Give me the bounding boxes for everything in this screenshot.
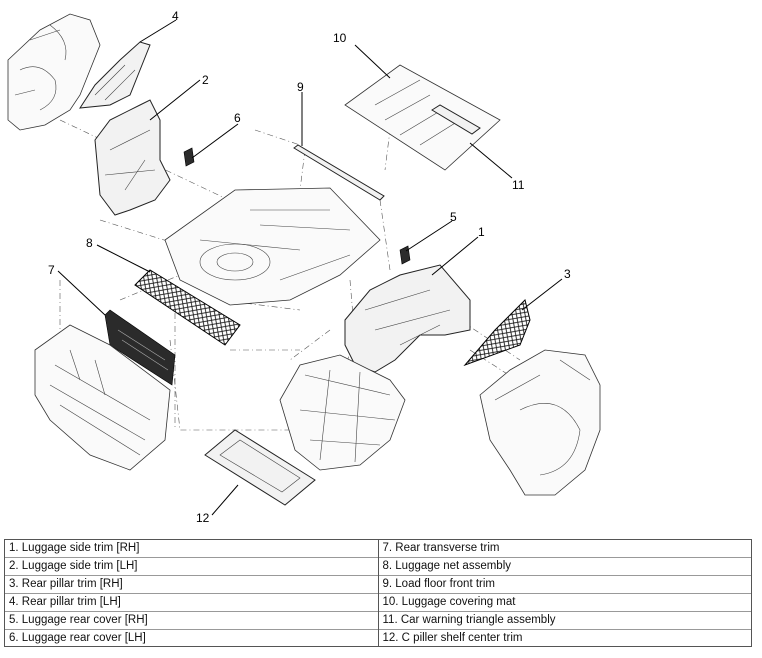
callout-3: 3	[564, 267, 571, 281]
legend-item: 5. Luggage rear cover [RH]	[5, 612, 378, 630]
left-body-side-panel	[7, 13, 101, 131]
callout-11: 11	[512, 178, 525, 192]
callout-9: 9	[297, 80, 304, 94]
callout-2: 2	[202, 73, 209, 87]
legend-column-left: 1. Luggage side trim [RH] 2. Luggage sid…	[5, 540, 378, 646]
callout-7: 7	[48, 263, 55, 277]
callout-10: 10	[333, 31, 347, 45]
rear-pillar-trim-lh	[79, 41, 151, 109]
legend-item: 8. Luggage net assembly	[378, 558, 751, 576]
luggage-rear-cover-lh	[183, 147, 195, 167]
trunk-lid-inner-panel	[279, 354, 406, 471]
luggage-net-assembly	[134, 269, 241, 346]
callout-leaders	[57, 19, 563, 516]
parts-legend-table: 1. Luggage side trim [RH] 2. Luggage sid…	[4, 539, 752, 647]
legend-item: 6. Luggage rear cover [LH]	[9, 632, 146, 644]
right-body-side-panel	[479, 349, 601, 496]
legend-item: 2. Luggage side trim [LH]	[5, 558, 378, 576]
rear-transverse-trim	[104, 309, 176, 386]
legend-item: 4. Rear pillar trim [LH]	[5, 594, 378, 612]
legend-column-right: 7. Rear transverse trim 8. Luggage net a…	[377, 540, 751, 646]
legend-item: 11. Car warning triangle assembly	[378, 612, 751, 630]
callout-4: 4	[172, 9, 179, 23]
legend-item: 10. Luggage covering mat	[378, 594, 751, 612]
luggage-rear-cover-rh	[399, 245, 411, 265]
callout-12: 12	[196, 511, 210, 525]
luggage-side-trim-rh	[344, 264, 471, 373]
luggage-side-trim-lh	[94, 99, 171, 216]
callout-5: 5	[450, 210, 457, 224]
luggage-covering-mat	[344, 64, 501, 171]
callout-6: 6	[234, 111, 241, 125]
exploded-parts-diagram: 4 2 6 9 10 11 5 1 3 8 7 12	[7, 9, 601, 525]
c-pillar-shelf-center-trim	[204, 429, 316, 506]
luggage-floor-pan	[164, 187, 381, 306]
callout-1: 1	[478, 225, 485, 239]
legend-item: 7. Rear transverse trim	[378, 540, 751, 558]
legend-item: 3. Rear pillar trim [RH]	[5, 576, 378, 594]
callout-8: 8	[86, 236, 93, 250]
load-floor-front-trim	[293, 144, 385, 201]
rear-back-panel	[34, 324, 171, 471]
legend-item: 1. Luggage side trim [RH]	[5, 540, 378, 558]
legend-item: 12. C piller shelf center trim	[382, 632, 523, 644]
rear-pillar-trim-rh	[463, 299, 531, 367]
legend-item: 9. Load floor front trim	[378, 576, 751, 594]
